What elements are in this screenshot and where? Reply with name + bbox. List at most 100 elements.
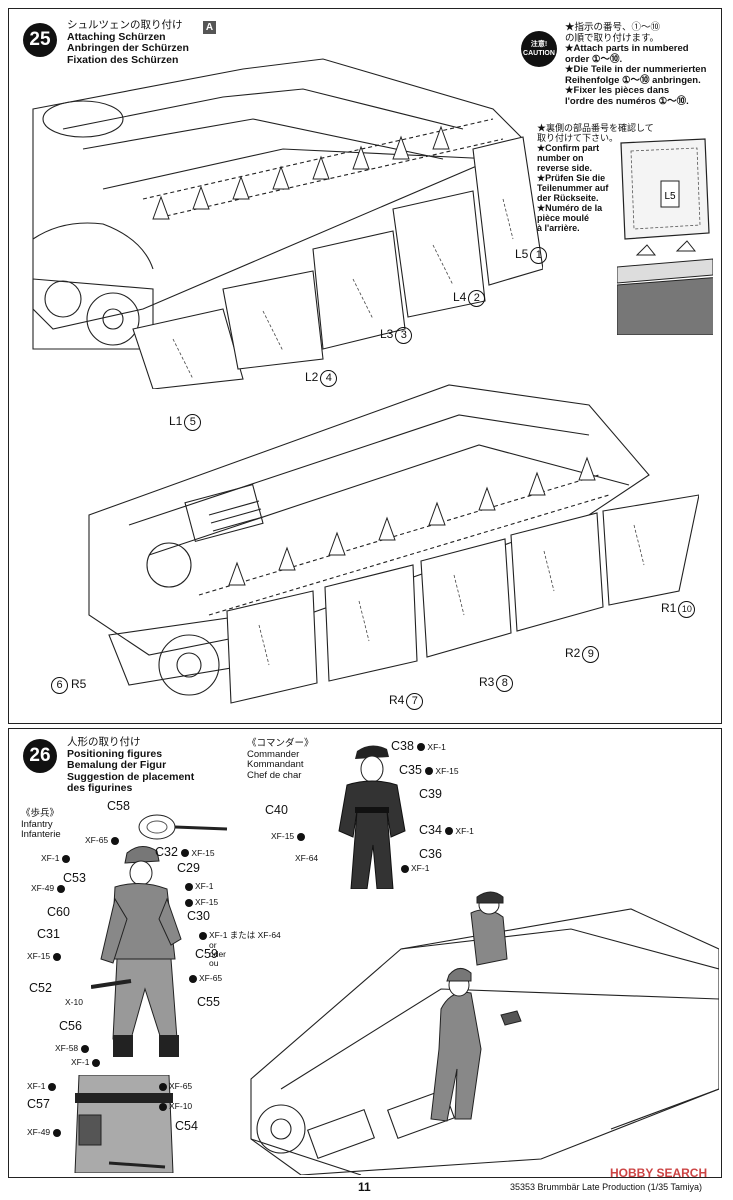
label-c52: C52 <box>29 981 52 995</box>
label-c55: C55 <box>197 995 220 1009</box>
part-code: R1 <box>661 601 677 615</box>
label-c35: C35 XF-15 <box>399 763 459 777</box>
part-code: R2 <box>565 646 581 660</box>
paint-code: X-10 <box>65 997 83 1007</box>
hull-left-drawing <box>32 58 543 389</box>
order-badge: 5 <box>184 414 202 431</box>
title-fr: Suggestion de placement <box>67 770 195 783</box>
order-badge: 1 <box>530 247 548 264</box>
order-badge: 2 <box>468 290 486 307</box>
order-badge: 3 <box>395 327 413 344</box>
order-badge: 4 <box>320 370 338 387</box>
paint-code: XF-1 <box>41 853 60 863</box>
paint-dot <box>57 884 66 893</box>
paint-xf65c: XF-65 <box>159 1081 192 1091</box>
product-code: 35353 Brummbär Late Production (1/35 Tam… <box>510 1182 702 1192</box>
paint-x10: X-10 <box>65 997 83 1007</box>
paint-code: XF-1 <box>427 742 446 752</box>
part-code: R3 <box>479 675 495 689</box>
paint-xf1d: XF-1 <box>27 1081 58 1091</box>
part-code: L2 <box>305 370 319 384</box>
heading-en: Commander <box>247 748 300 760</box>
paint-code: XF-49 <box>31 883 55 893</box>
paint-xf58: XF-58 <box>55 1043 91 1053</box>
inset-label: L5 <box>664 191 676 202</box>
paint-xf1c: XF-1 <box>71 1057 102 1067</box>
paint-dot <box>425 766 434 775</box>
caution-note-line: l'ordre des numéros ①〜⑩. <box>565 95 689 107</box>
label-c58: C58 <box>107 799 130 813</box>
paint-c36: XF-1 <box>401 863 429 873</box>
caution-note-line: ★指示の番号、①〜⑩ <box>565 22 661 33</box>
label-c59: C59 <box>195 947 218 961</box>
caution-en: CAUTION <box>523 50 555 57</box>
paint-code: XF-10 <box>169 1101 193 1111</box>
helmet-part <box>138 814 228 840</box>
paint-code: XF-65 <box>85 835 109 845</box>
confirm-note-line: ★Numéro de la <box>537 203 603 213</box>
product-name: Brummbär Late Production (1/35 Tamiya) <box>537 1182 702 1192</box>
watermark: HOBBY SEARCH <box>610 1166 708 1180</box>
confirm-note-line: ★Confirm part <box>537 143 600 153</box>
heading-de: Infanterie <box>21 829 61 840</box>
paint-code: XF-15 <box>191 848 215 858</box>
commander-figure <box>338 745 406 889</box>
step-title: シュルツェンの取り付け Attaching Schürzen Anbringen… <box>67 19 189 66</box>
paint-code: XF-64 <box>295 853 319 863</box>
caution-note-line: Reihenfolge ①〜⑩ anbringen. <box>565 74 701 86</box>
step-title: 人形の取り付け Positioning figures Bemalung der… <box>67 736 195 795</box>
part-code: C35 <box>399 763 422 777</box>
part-number-inset: L5 <box>617 138 713 335</box>
paint-code: XF-1 <box>71 1057 90 1067</box>
title-fr: des figurines <box>67 782 133 794</box>
order-badge: 6 <box>51 677 68 694</box>
paint-dot <box>53 1128 62 1137</box>
order-badge: 10 <box>678 601 696 618</box>
title-de: Bemalung der Figur <box>67 759 167 771</box>
paint-dot <box>159 1102 167 1111</box>
part-code: L5 <box>515 247 529 261</box>
paint-dot <box>92 1058 101 1067</box>
part-code: R4 <box>389 693 405 707</box>
paint-code: XF-65 <box>199 973 223 983</box>
title-fr: Fixation des Schürzen <box>67 53 179 66</box>
confirm-note: ★裏側の部品番号を確認して 取り付けて下さい。 ★Confirm part nu… <box>537 123 654 233</box>
label-c40: C40 <box>265 803 288 817</box>
commander-heading: 《コマンダー》 Commander Kommandant Chef de cha… <box>247 738 314 781</box>
paint-code: XF-1 <box>411 863 430 873</box>
paint-code: XF-15 <box>195 897 219 907</box>
paint-dot <box>185 898 193 907</box>
paint-dot <box>199 931 207 940</box>
paint-dot <box>189 974 197 983</box>
confirm-note-line: ★Prüfen Sie die <box>537 173 606 183</box>
paint-code: XF-1 または XF-64 <box>209 930 281 940</box>
caution-icon: 注意! CAUTION <box>521 31 557 67</box>
heading-fr: Chef de char <box>247 769 302 781</box>
order-badge: 9 <box>582 646 600 663</box>
or-fr: ou <box>209 958 219 968</box>
part-code: C32 <box>155 845 178 859</box>
heading-jp: 《コマンダー》 <box>247 738 314 749</box>
label-c56: C56 <box>59 1019 82 1033</box>
label-c39: C39 <box>419 787 442 801</box>
label-c57: C57 <box>27 1097 50 1111</box>
or-de: oder <box>209 949 227 959</box>
confirm-note-line: Teilenummer auf <box>537 183 609 193</box>
title-en: Attaching Schürzen <box>67 30 166 43</box>
part-code: C34 <box>419 823 442 837</box>
product-code-number: 35353 <box>510 1182 536 1192</box>
paint-dot <box>53 952 62 961</box>
paint-code: XF-49 <box>27 1127 51 1137</box>
subassembly-badge: A <box>203 21 216 34</box>
label-c34: C34 XF-1 <box>419 823 474 837</box>
paint-dot <box>48 1082 57 1091</box>
title-jp: 人形の取り付け <box>67 736 141 748</box>
label-c54: C54 <box>175 1119 198 1133</box>
title-en: Positioning figures <box>67 747 163 760</box>
